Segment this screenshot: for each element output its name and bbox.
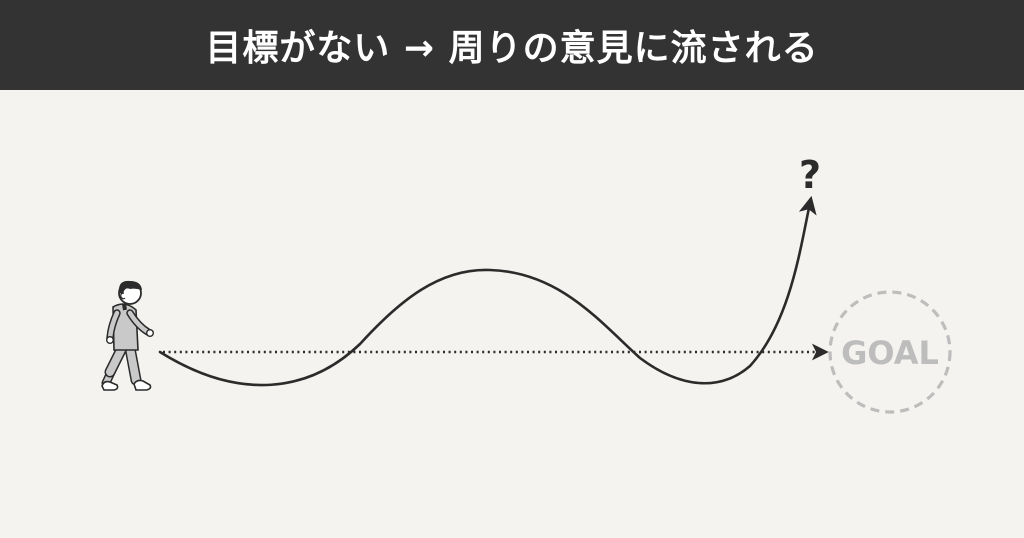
question-mark-label: ? <box>799 153 821 197</box>
page-title: 目標がない → 周りの意見に流される <box>205 28 819 69</box>
wandering-path <box>158 195 817 387</box>
goal-label: GOAL <box>841 334 939 372</box>
diagram-canvas: ? GOAL <box>0 90 1024 538</box>
header-banner: 目標がない → 周りの意見に流される <box>0 0 1024 90</box>
walking-person-icon <box>101 280 154 391</box>
dashed-circle-goal-icon: GOAL <box>828 290 952 414</box>
path-diagram: ? GOAL <box>101 153 952 414</box>
